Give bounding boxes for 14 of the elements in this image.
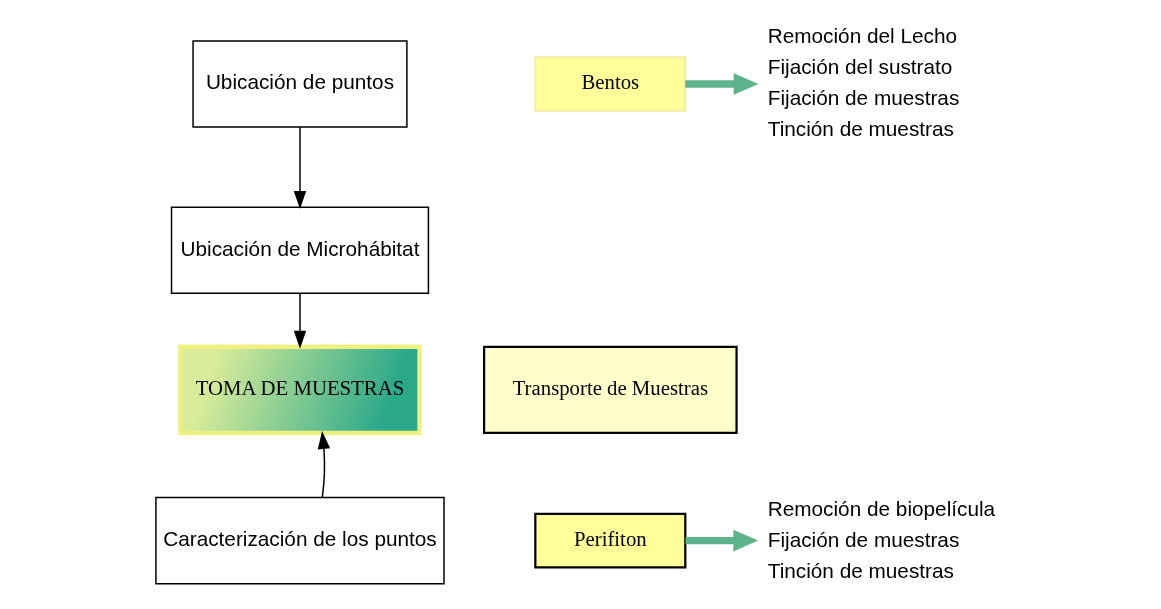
arrow: [293, 126, 306, 209]
arrow: [317, 431, 330, 498]
arrow: [293, 292, 306, 349]
node-box: Bentos: [533, 56, 686, 112]
arrow: [684, 73, 758, 95]
node-text: Remoción de biopelícula Fijación de muestras Tinción de muestras: [767, 496, 995, 583]
node-box: Caracterización de los puntos: [154, 496, 445, 585]
arrow: [685, 529, 758, 552]
node-box: TOMA DE MUESTRAS: [177, 344, 422, 436]
node-box: Ubicación de Microhábitat: [170, 206, 429, 295]
node-box: Transporte de Muestras: [482, 345, 738, 435]
node-text: Remoción del Lecho Fijación del sustrato Fijación de muestras Tinción de muestras: [767, 23, 959, 141]
node-box: Ubicación de puntos: [191, 40, 408, 128]
node-box: Perifiton: [533, 512, 686, 569]
